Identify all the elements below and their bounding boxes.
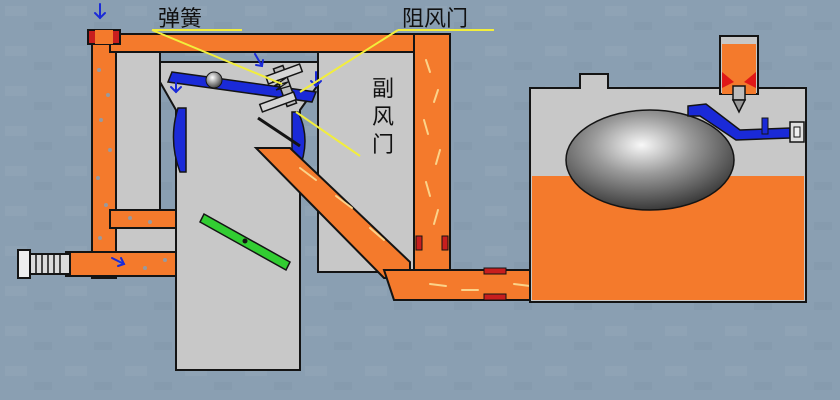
down-arrow-icon: [111, 257, 126, 267]
down-arrow-icon: [310, 71, 322, 88]
seal-markers: [415, 235, 507, 301]
adjust-screw-icon: [17, 249, 71, 279]
throttle-plate: [199, 212, 291, 272]
flow-arrows: [94, 3, 322, 267]
down-arrow-icon: [170, 77, 182, 94]
aux-valve-label-1: 副: [372, 77, 394, 102]
carburetor-body: [115, 51, 415, 371]
needle-valve-icon: [731, 85, 747, 114]
choke-valve-label: 阻风门: [402, 7, 468, 32]
leader-lines: [151, 29, 494, 157]
float-ball-icon: [565, 109, 735, 211]
spring-label: 弹簧: [158, 7, 202, 32]
spring-icon: [258, 63, 304, 113]
choke-plate: [166, 71, 318, 103]
choke-pivot-ball: [205, 71, 223, 89]
aux-valve-label-3: 门: [372, 133, 394, 158]
down-arrow-icon: [254, 53, 264, 68]
venturi-left: [172, 107, 187, 173]
down-arrow-icon: [94, 3, 106, 20]
aux-valve-label-2: 风: [372, 105, 394, 130]
float-lever: [687, 103, 805, 143]
